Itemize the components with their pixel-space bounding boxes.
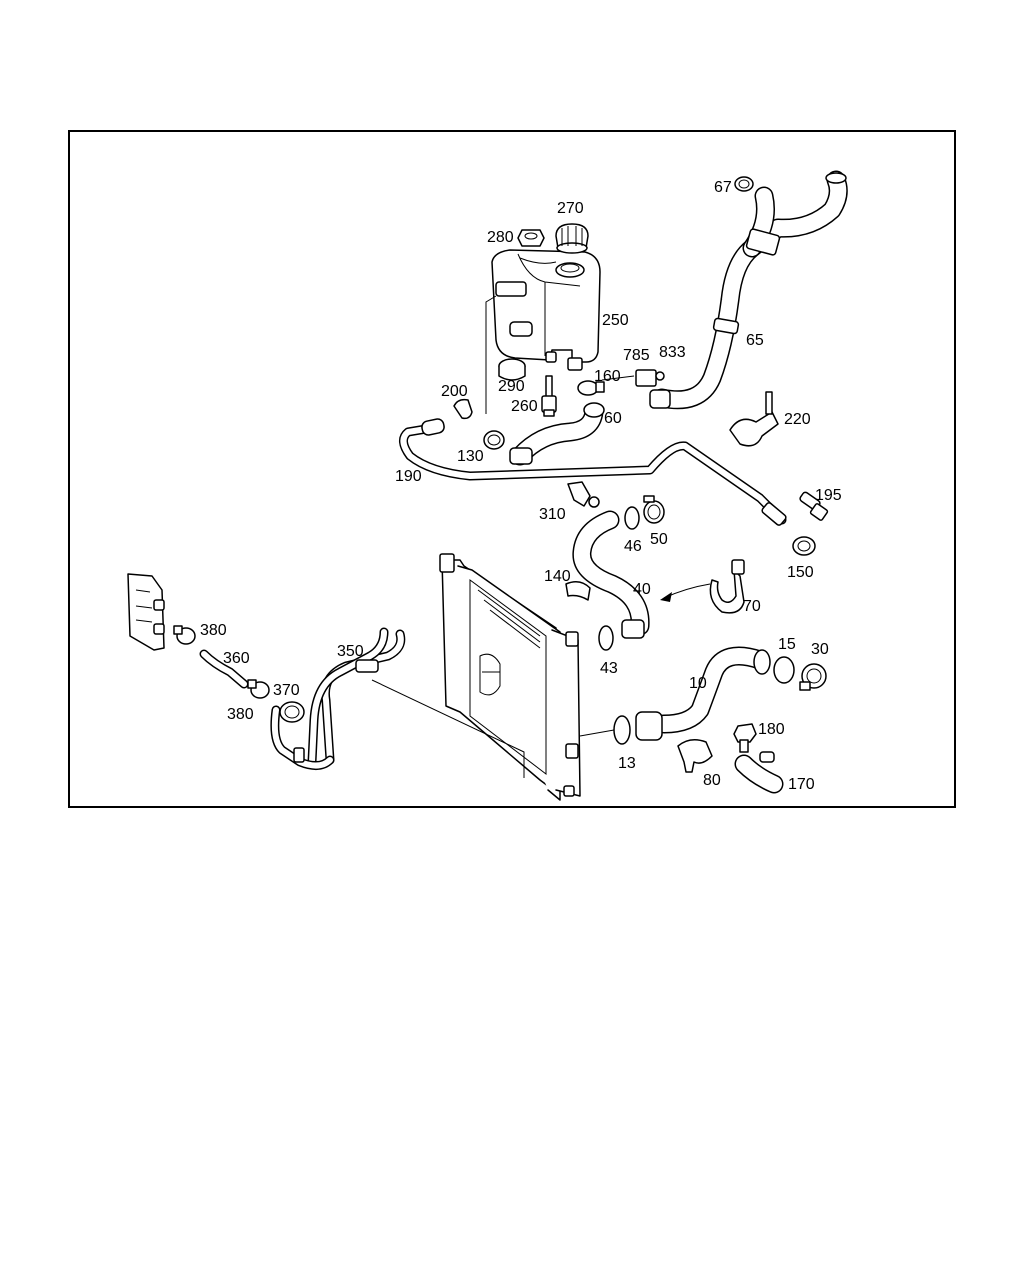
clamp-380-upper (173, 625, 196, 645)
o-ring-13 (613, 715, 631, 745)
pipe-350 (270, 627, 406, 770)
arrow-icon (660, 583, 711, 602)
heat-exchanger (127, 573, 165, 651)
callout-380-upper: 380 (200, 622, 227, 639)
callout-270: 270 (557, 200, 584, 217)
callout-290: 290 (498, 378, 525, 395)
callout-60: 60 (604, 410, 622, 427)
hose-65 (649, 170, 848, 410)
callout-170: 170 (788, 776, 815, 793)
hose-360 (199, 649, 249, 689)
callout-43: 43 (600, 660, 618, 677)
hose-10 (635, 646, 771, 741)
bolt-180 (733, 723, 757, 753)
callout-350: 350 (337, 643, 364, 660)
callout-130: 130 (457, 448, 484, 465)
o-ring-15 (773, 656, 795, 684)
pipe-170 (734, 751, 784, 794)
clamp-67 (734, 176, 754, 192)
callout-30: 30 (811, 641, 829, 658)
callout-40: 40 (633, 581, 651, 598)
leader-lines (485, 295, 635, 737)
callout-46: 46 (624, 538, 642, 555)
clip-310 (567, 481, 600, 508)
clip-140 (565, 581, 591, 601)
clip-80 (677, 739, 713, 773)
callout-50: 50 (650, 531, 668, 548)
hose-60 (509, 402, 605, 466)
callout-380-lower: 380 (227, 706, 254, 723)
clamp-380-lower (247, 679, 270, 699)
expansion-tank (491, 249, 601, 371)
coolant-pipe (399, 418, 787, 526)
callout-140: 140 (544, 568, 571, 585)
clamp-150 (792, 536, 816, 556)
callout-13: 13 (618, 755, 636, 772)
callout-10: 10 (689, 675, 707, 692)
connector-785 (635, 369, 665, 387)
callout-220: 220 (784, 411, 811, 428)
callout-67: 67 (714, 179, 732, 196)
clamp-70 (709, 559, 745, 614)
callout-280: 280 (487, 229, 514, 246)
grommet (498, 358, 526, 381)
callout-250: 250 (602, 312, 629, 329)
hose-clip-200 (453, 398, 473, 420)
radiator (439, 553, 581, 801)
callout-180: 180 (758, 721, 785, 738)
clamp-30 (799, 663, 827, 691)
filler-cap (555, 223, 589, 254)
callout-150: 150 (787, 564, 814, 581)
callout-833: 833 (659, 344, 686, 361)
callout-15: 15 (778, 636, 796, 653)
clamp-50 (643, 495, 665, 524)
hose-40 (572, 510, 650, 639)
o-ring-46 (624, 506, 640, 530)
clamp-160 (577, 380, 605, 396)
sensor-195 (799, 491, 829, 521)
level-sensor (541, 375, 557, 417)
clamp-130 (483, 430, 505, 450)
callout-160: 160 (594, 368, 621, 385)
callout-labels: 67 270 280 250 65 785 833 200 290 160 26… (200, 179, 842, 793)
callout-190: 190 (395, 468, 422, 485)
bracket-220 (729, 391, 779, 447)
callout-65: 65 (746, 332, 764, 349)
callout-360: 360 (223, 650, 250, 667)
callout-370: 370 (273, 682, 300, 699)
callout-260: 260 (511, 398, 538, 415)
callout-70: 70 (743, 598, 761, 615)
callout-785: 785 (623, 347, 650, 364)
callout-195: 195 (815, 487, 842, 504)
fitting-370 (279, 701, 305, 723)
callout-200: 200 (441, 383, 468, 400)
cap-nut (517, 229, 545, 247)
callout-310: 310 (539, 506, 566, 523)
o-ring-43 (598, 625, 614, 651)
callout-80: 80 (703, 772, 721, 789)
